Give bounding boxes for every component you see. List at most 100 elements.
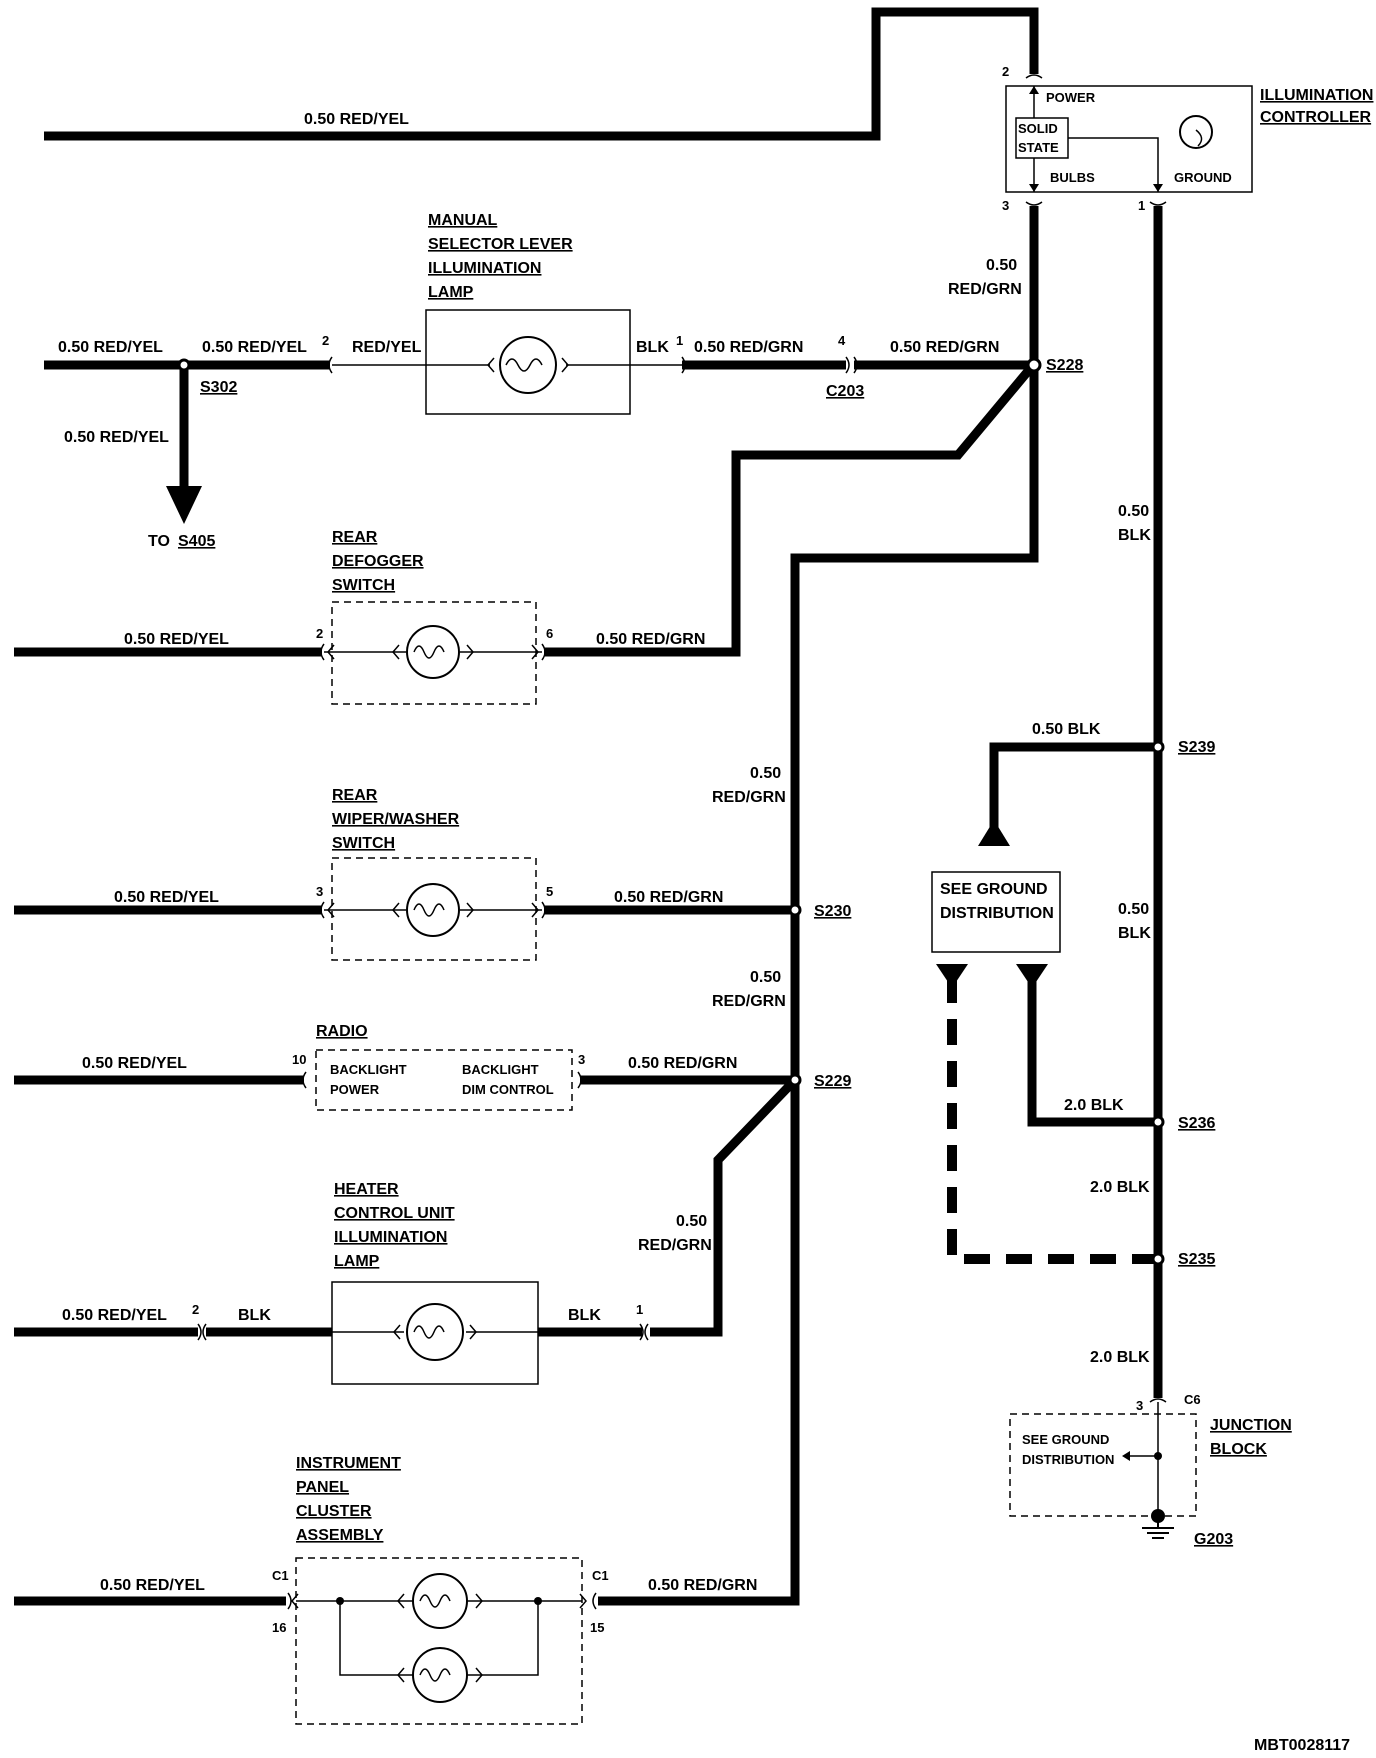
selector-bulb-icon <box>332 336 682 394</box>
label-s235: S235 <box>1178 1251 1215 1268</box>
controller-bulbs-label: BULBS <box>1050 170 1095 185</box>
label-s229: S229 <box>814 1073 851 1090</box>
splice-dot-s230 <box>788 903 802 917</box>
label-heater-in: 0.50 RED/YEL <box>62 1307 167 1324</box>
label-s236: S236 <box>1178 1115 1215 1132</box>
junction-line2: BLOCK <box>1210 1441 1267 1458</box>
label-g203: G203 <box>1194 1531 1233 1548</box>
solid-state-line2: STATE <box>1018 140 1059 155</box>
label-mid1-2: RED/GRN <box>712 789 786 806</box>
cluster-conn-left: C1 <box>272 1568 289 1583</box>
junction-block-box <box>1009 1413 1197 1517</box>
ground-distribution-box <box>931 871 1061 953</box>
label-sel-in-right: 0.50 RED/YEL <box>202 339 307 356</box>
selector-line1: MANUAL <box>428 212 498 229</box>
pin-cluster-left: 16 <box>272 1620 286 1635</box>
pin-heater-in: 2 <box>192 1302 199 1317</box>
splice-dot-s236 <box>1151 1115 1165 1129</box>
selector-in-wire: RED/YEL <box>352 339 422 356</box>
label-mid2-2: RED/GRN <box>712 993 786 1010</box>
heater-bulb-icon <box>332 1303 538 1361</box>
pin-selector-in: 2 <box>322 333 329 348</box>
heater-in-wire: BLK <box>238 1307 271 1324</box>
heater-out-wire: BLK <box>568 1307 601 1324</box>
label-sel-out-a: 0.50 RED/GRN <box>694 339 803 356</box>
pin-wiper-in: 3 <box>316 884 323 899</box>
heater-line2: CONTROL UNIT <box>334 1205 455 1222</box>
pin-selector-out: 1 <box>676 333 683 348</box>
ground-symbol-icon <box>1142 1516 1174 1539</box>
defogger-line2: DEFOGGER <box>332 553 424 570</box>
wire-s235-dashed <box>947 964 1158 1264</box>
pin-controller-ground: 1 <box>1138 198 1145 213</box>
label-wiper-out: 0.50 RED/GRN <box>614 889 723 906</box>
label-ctrl-gnd-1: 0.50 <box>1118 503 1149 520</box>
defogger-bulb-icon <box>324 625 542 679</box>
label-sel-in-left: 0.50 RED/YEL <box>58 339 163 356</box>
wire-s229-heater <box>650 1076 799 1337</box>
radio-backlight2: BACKLIGHT <box>462 1062 539 1077</box>
controller-knob-icon <box>1179 115 1213 149</box>
radio-dim: DIM CONTROL <box>462 1082 554 1097</box>
pin-radio-in: 10 <box>292 1052 306 1067</box>
label-mid1-1: 0.50 <box>750 765 781 782</box>
pin-c203: 4 <box>838 333 846 348</box>
label-s230: S230 <box>814 903 851 920</box>
label-sel-out-b: 0.50 RED/GRN <box>890 339 999 356</box>
selector-line4: LAMP <box>428 284 474 301</box>
label-radio-in: 0.50 RED/YEL <box>82 1055 187 1072</box>
label-s239: S239 <box>1178 739 1215 756</box>
cluster-line1: INSTRUMENT <box>296 1455 401 1472</box>
heater-lamp-box <box>331 1281 539 1385</box>
wire-s239-branch <box>989 742 1158 840</box>
label-ctrl-bulbs-1: 0.50 <box>986 257 1017 274</box>
heater-line1: HEATER <box>334 1181 399 1198</box>
splice-dot-s302 <box>177 358 191 372</box>
selector-line3: ILLUMINATION <box>428 260 541 277</box>
cluster-line4: ASSEMBLY <box>296 1527 384 1544</box>
junction-line1: JUNCTION <box>1210 1417 1292 1434</box>
wiper-line1: REAR <box>332 787 378 804</box>
label-wiper-in: 0.50 RED/YEL <box>114 889 219 906</box>
label-mid2-1: 0.50 <box>750 969 781 986</box>
pin-defog-in: 2 <box>316 626 323 641</box>
radio-name: RADIO <box>316 1023 368 1040</box>
junction-inner1: SEE GROUND <box>1022 1432 1109 1447</box>
radio-box <box>315 1049 573 1111</box>
to-prefix: TO <box>148 533 170 550</box>
heater-line4: LAMP <box>334 1253 380 1270</box>
label-s302: S302 <box>200 379 237 396</box>
label-s302-down: 0.50 RED/YEL <box>64 429 169 446</box>
pin-heater-out: 1 <box>636 1302 643 1317</box>
label-cluster-in: 0.50 RED/YEL <box>100 1577 205 1594</box>
cluster-conn-right: C1 <box>592 1568 609 1583</box>
label-blk-mid-2: BLK <box>1118 925 1151 942</box>
controller-power-label: POWER <box>1046 90 1096 105</box>
label-blk-235-c6: 2.0 BLK <box>1090 1349 1150 1366</box>
arrow-ground-dist-down-a <box>936 964 968 988</box>
label-c203: C203 <box>826 383 864 400</box>
splice-dot-s228 <box>1026 357 1042 373</box>
defogger-line1: REAR <box>332 529 378 546</box>
ground-dist-line2: DISTRIBUTION <box>940 905 1054 922</box>
heater-line3: ILLUMINATION <box>334 1229 447 1246</box>
wire-s228-trunk <box>598 364 1039 1606</box>
splice-dot-s235 <box>1151 1252 1165 1266</box>
label-s228: S228 <box>1046 357 1083 374</box>
cluster-bulbs-icon <box>291 1573 587 1703</box>
label-radio-out: 0.50 RED/GRN <box>628 1055 737 1072</box>
wire-top-red-yel <box>44 7 1039 141</box>
pin-defog-out: 6 <box>546 626 553 641</box>
radio-backlight1: BACKLIGHT <box>330 1062 407 1077</box>
pin-controller-bulbs: 3 <box>1002 198 1009 213</box>
label-top-red-yel: 0.50 RED/YEL <box>304 111 409 128</box>
connector-marks <box>197 74 1167 1610</box>
wiper-bulb-icon <box>324 883 542 937</box>
pin-radio-out: 3 <box>578 1052 585 1067</box>
cluster-line3: CLUSTER <box>296 1503 372 1520</box>
splice-dot-s229 <box>788 1073 802 1087</box>
wiper-line2: WIPER/WASHER <box>332 811 460 828</box>
wiper-line3: SWITCH <box>332 835 395 852</box>
pin-cluster-right: 15 <box>590 1620 604 1635</box>
